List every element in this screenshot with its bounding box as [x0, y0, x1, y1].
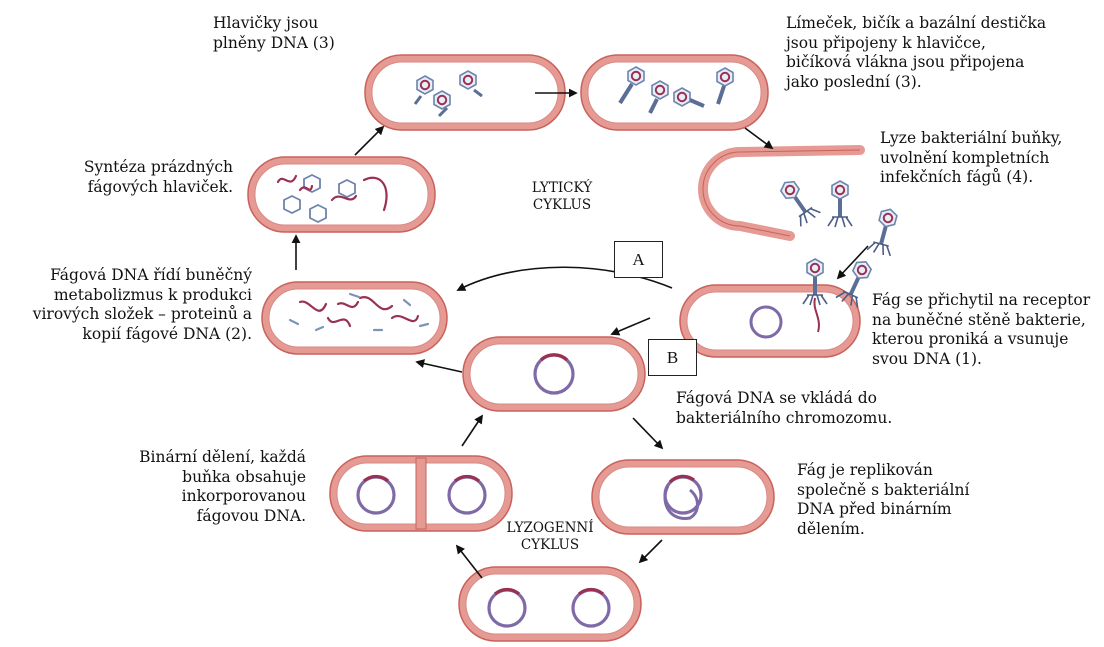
- arrow-tails-to-lysis: [744, 127, 774, 150]
- text-line: buňka obsahuje: [182, 467, 306, 486]
- text-line: na buněčné stěně bakterie,: [872, 310, 1086, 329]
- label-attachment: Fág se přichytil na receptor na buněčné …: [872, 291, 1090, 369]
- label-lysis: Lyze bakteriální buňky, uvolnění komplet…: [880, 129, 1062, 188]
- cell-lysogenic-bottom: [458, 566, 642, 642]
- label-metabolism: Fágová DNA řídí buněčný metabolizmus k p…: [14, 266, 252, 344]
- text-line: Fág je replikován: [797, 461, 933, 479]
- text-line: inkorporovanou: [181, 487, 306, 505]
- text-line: fágových hlaviček.: [87, 177, 233, 196]
- cell-attachment: [679, 257, 877, 358]
- text-line: svou DNA (1).: [872, 349, 982, 368]
- lytic-title-line: LYTICKÝ: [531, 180, 593, 196]
- lytic-cycle-title: LYTICKÝ CYKLUS: [512, 180, 612, 214]
- text-line: Lyze bakteriální buňky,: [880, 129, 1063, 147]
- cell-tail-assembly: [580, 54, 769, 131]
- label-box-a: A: [614, 241, 663, 278]
- text-line: DNA před binárním: [797, 500, 952, 518]
- text-line: infekčních fágů (4).: [880, 168, 1034, 186]
- text-line: jako poslední (3).: [786, 72, 922, 91]
- arrow-b-lysogenic: [610, 317, 651, 336]
- text-line: virových složek – proteinů a: [32, 305, 252, 323]
- text-line: dělením.: [797, 519, 865, 538]
- arrow-empty-to-heads: [354, 125, 385, 156]
- arrow-lysis-to-attachment: [836, 245, 869, 280]
- lysogenic-title-line: LYZOGENNÍ: [506, 520, 594, 536]
- text-line: Fágová DNA řídí buněčný: [50, 266, 252, 284]
- arrow-integration-to-metabolism: [415, 359, 463, 373]
- cell-binary-fission: [329, 455, 513, 532]
- text-line: Binární dělení, každá: [139, 448, 306, 466]
- lysogenic-title-line: CYKLUS: [520, 537, 580, 553]
- label-heads-filled: Hlavičky jsou plněny DNA (3): [213, 14, 335, 53]
- text-line: fágovou DNA.: [196, 506, 306, 525]
- cell-empty-heads: [247, 156, 436, 233]
- label-integration: Fágová DNA se vkládá do bakteriálního ch…: [676, 389, 892, 428]
- arrow-replication-to-bottom: [638, 539, 663, 564]
- cell-replication: [591, 459, 775, 535]
- cycle-arrows: [291, 88, 869, 579]
- arrow-a-lytic: [456, 266, 673, 291]
- text-line: Syntéza prázdných: [83, 158, 233, 176]
- lytic-title-line: CYKLUS: [532, 197, 592, 213]
- text-line: bakteriálního chromozomu.: [676, 408, 893, 427]
- cell-lysis: [698, 145, 902, 257]
- label-replication: Fág je replikován společně s bakteriální…: [797, 461, 969, 539]
- cell-metabolism: [261, 281, 448, 355]
- label-box-b: B: [648, 339, 697, 376]
- text-line: uvolnění kompletních: [880, 148, 1050, 167]
- text-line: Fág se přichytil na receptor: [872, 291, 1091, 309]
- text-line: plněny DNA (3): [213, 33, 335, 52]
- text-line: společně s bakteriální: [797, 480, 970, 499]
- arrow-fission-to-integration: [461, 414, 483, 447]
- text-line: bičíková vlákna jsou připojena: [786, 53, 1025, 71]
- label-binary-fission: Binární dělení, každá buňka obsahuje ink…: [100, 448, 306, 526]
- arrow-integration-to-replication: [632, 417, 664, 450]
- text-line: Fágová DNA se vkládá do: [676, 389, 877, 407]
- text-line: Hlavičky jsou: [213, 14, 319, 32]
- arrow-bottom-to-fission: [455, 544, 483, 579]
- text-line: Límeček, bičík a bazální destička: [786, 14, 1047, 32]
- label-tail-assembly: Límeček, bičík a bazální destička jsou p…: [786, 14, 1046, 92]
- text-line: jsou připojeny k hlavičce,: [786, 33, 986, 52]
- lysogenic-cycle-title: LYZOGENNÍ CYKLUS: [490, 520, 610, 554]
- text-line: kopií fágové DNA (2).: [82, 324, 252, 343]
- cell-integration: [462, 336, 646, 412]
- text-line: kterou proniká a vsunuje: [872, 330, 1069, 348]
- text-line: metabolizmus k produkci: [53, 285, 252, 304]
- label-empty-heads: Syntéza prázdných fágových hlaviček.: [40, 158, 233, 197]
